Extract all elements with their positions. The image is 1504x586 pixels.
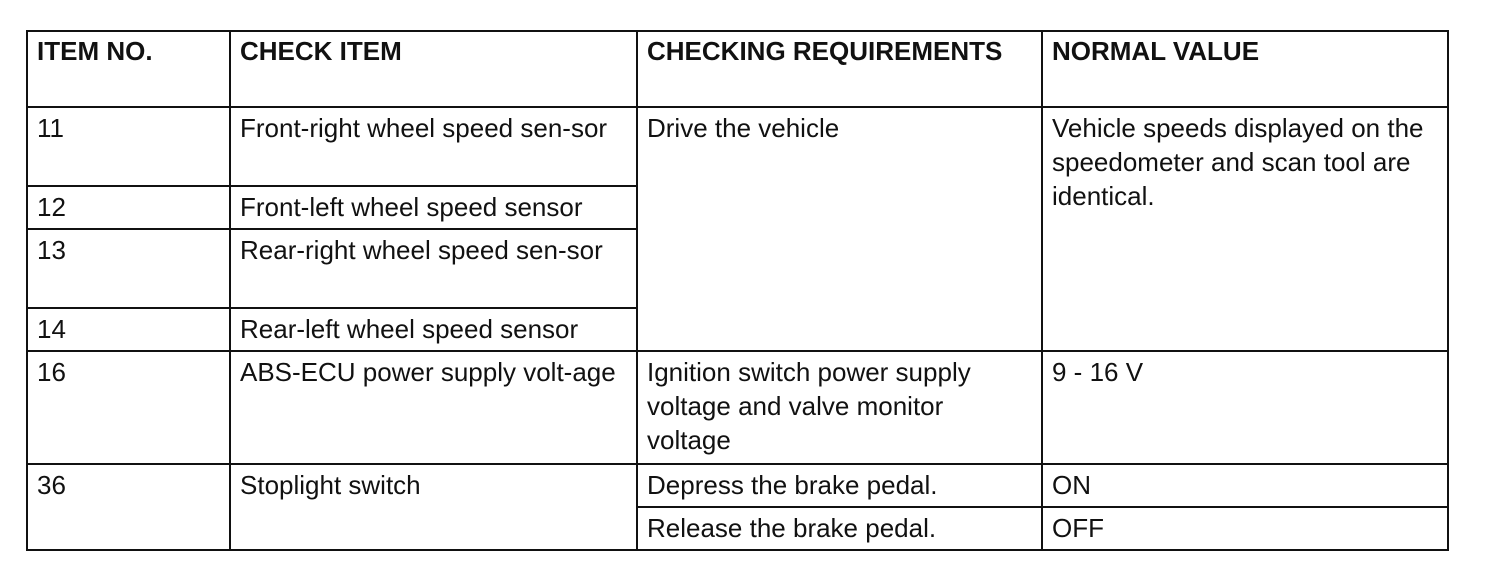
item-no-cell: 13 bbox=[26, 228, 231, 309]
normal-value-cell: OFF bbox=[1041, 506, 1449, 551]
checking-requirements-cell: Ignition switch power supply voltage and… bbox=[636, 350, 1043, 465]
check-item-cell: Rear-left wheel speed sensor bbox=[229, 307, 638, 352]
item-no-cell: 11 bbox=[26, 106, 231, 187]
normal-value-cell: Vehicle speeds displayed on the speedome… bbox=[1041, 106, 1449, 352]
check-item-cell: Front-left wheel speed sensor bbox=[229, 185, 638, 230]
item-no-cell: 16 bbox=[26, 350, 231, 465]
header-item-no: ITEM NO. bbox=[26, 30, 231, 108]
check-item-cell: Stoplight switch bbox=[229, 463, 638, 551]
item-no-cell: 36 bbox=[26, 463, 231, 551]
header-checking-requirements: CHECKING REQUIREMENTS bbox=[636, 30, 1043, 108]
check-items-table: ITEM NO. CHECK ITEM CHECKING REQUIREMENT… bbox=[26, 30, 1449, 551]
table-header-row: ITEM NO. CHECK ITEM CHECKING REQUIREMENT… bbox=[26, 30, 1449, 108]
check-item-cell: ABS-ECU power supply volt-age bbox=[229, 350, 638, 465]
checking-requirements-cell: Depress the brake pedal. bbox=[636, 463, 1043, 508]
header-normal-value: NORMAL VALUE bbox=[1041, 30, 1449, 108]
normal-value-cell: ON bbox=[1041, 463, 1449, 508]
table-row: 12 Front-left wheel speed sensor bbox=[26, 185, 1448, 230]
item-no-cell: 12 bbox=[26, 185, 231, 230]
table-row: 11 Front-right wheel speed sen-sor Drive… bbox=[26, 106, 1449, 352]
table-row: 14 Rear-left wheel speed sensor bbox=[26, 307, 1448, 352]
item-no-cell: 14 bbox=[26, 307, 231, 352]
table-row: Release the brake pedal. OFF bbox=[27, 506, 1449, 551]
checking-requirements-cell: Drive the vehicle bbox=[636, 106, 1043, 352]
check-item-cell: Front-right wheel speed sen-sor bbox=[229, 106, 638, 187]
normal-value-cell: 9 - 16 V bbox=[1041, 350, 1449, 465]
table-row: 36 Stoplight switch Depress the brake pe… bbox=[26, 463, 1449, 551]
table-row: 13 Rear-right wheel speed sen-sor bbox=[26, 228, 1448, 309]
table-row: 16 ABS-ECU power supply volt-age Ignitio… bbox=[26, 350, 1449, 465]
header-check-item: CHECK ITEM bbox=[229, 30, 638, 108]
checking-requirements-cell: Release the brake pedal. bbox=[636, 506, 1043, 551]
check-item-cell: Rear-right wheel speed sen-sor bbox=[229, 228, 638, 309]
